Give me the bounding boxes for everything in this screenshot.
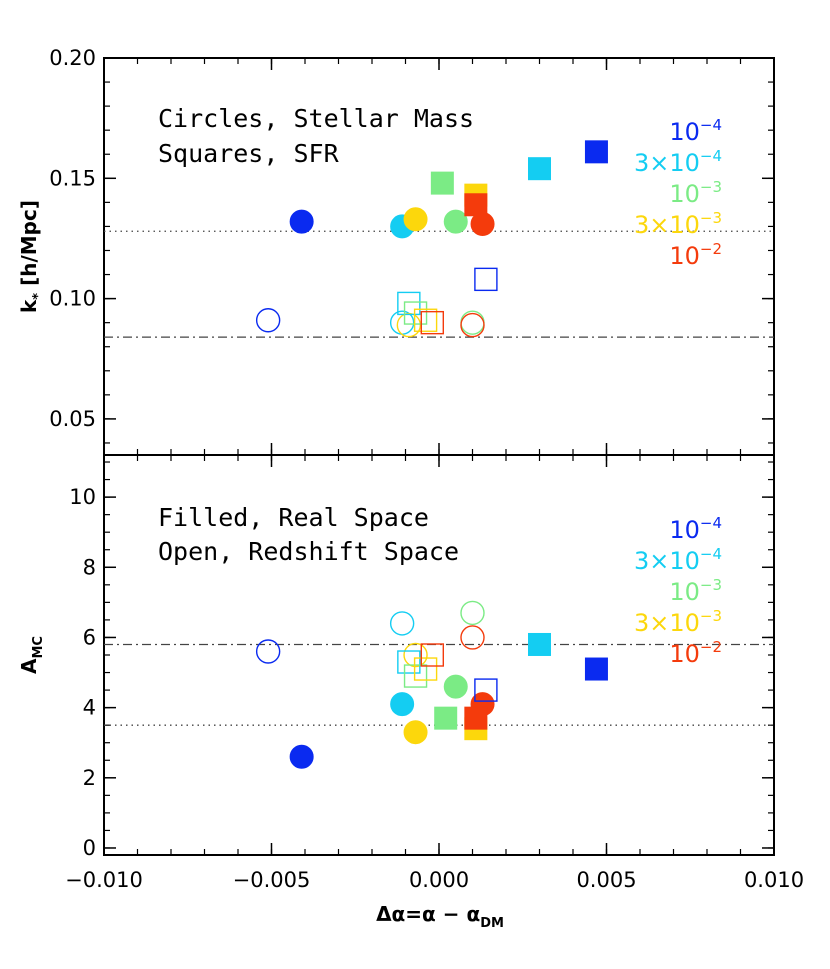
open-square-point xyxy=(397,291,421,316)
y-axis-label: k* [h/Mpc] xyxy=(17,200,46,313)
x-tick-label: −0.005 xyxy=(233,868,311,892)
filled-circle-point xyxy=(289,209,314,234)
legend-entry: 10−3 xyxy=(669,576,722,606)
legend-entry: 3×10−3 xyxy=(634,607,722,637)
legend-entry: 10−4 xyxy=(669,116,722,146)
open-square-point xyxy=(474,267,498,292)
legend-entry: 3×10−4 xyxy=(634,545,722,575)
y-tick-label: 8 xyxy=(83,555,96,579)
legend-entry: 10−2 xyxy=(669,240,722,270)
open-circle-point xyxy=(255,308,281,333)
y-tick-label: 4 xyxy=(83,696,96,720)
filled-square-point xyxy=(584,657,608,681)
filled-square-point xyxy=(434,706,458,730)
panel-annotation: Squares, SFR xyxy=(158,139,340,168)
y-tick-label: 0.05 xyxy=(49,407,96,431)
legend-entry: 10−2 xyxy=(669,638,722,668)
x-axis-label: Δα=α − αDM xyxy=(376,902,504,931)
open-square-point xyxy=(420,643,444,667)
open-square-point xyxy=(403,664,428,688)
open-circle-point xyxy=(403,642,428,668)
filled-square-point xyxy=(528,632,551,656)
open-square-point xyxy=(397,650,421,674)
y-tick-label: 10 xyxy=(69,485,96,509)
open-square-point xyxy=(413,308,438,332)
panel-annotation: Open, Redshift Space xyxy=(158,537,459,566)
y-tick-label: 2 xyxy=(83,766,96,790)
filled-square-point xyxy=(430,171,454,195)
filled-square-point xyxy=(464,193,488,217)
open-square-point xyxy=(474,678,498,702)
filled-square-point xyxy=(528,157,551,181)
open-square-point xyxy=(420,310,444,335)
filled-circle-point xyxy=(403,720,428,745)
filled-square-point xyxy=(464,706,488,730)
x-tick-label: 0.000 xyxy=(409,868,469,892)
x-tick-label: 0.010 xyxy=(744,868,804,892)
x-tick-label: 0.005 xyxy=(576,868,636,892)
open-circle-point xyxy=(255,639,281,664)
y-axis-label: AMC xyxy=(17,636,46,674)
y-tick-label: 0.10 xyxy=(49,287,96,311)
open-square-point xyxy=(413,657,438,681)
open-circle-point xyxy=(396,312,422,338)
x-tick-label: −0.010 xyxy=(65,868,143,892)
y-tick-label: 0 xyxy=(83,836,96,860)
filled-circle-point xyxy=(403,207,428,232)
filled-square-point xyxy=(584,140,608,164)
panel-annotation: Circles, Stellar Mass xyxy=(158,104,474,133)
open-circle-point xyxy=(460,600,485,626)
filled-circle-point xyxy=(289,744,314,769)
open-circle-point xyxy=(389,611,415,636)
y-tick-label: 0.15 xyxy=(49,166,96,190)
open-square-point xyxy=(403,301,428,325)
legend-entry: 10−4 xyxy=(669,514,722,544)
y-tick-label: 6 xyxy=(83,625,96,649)
filled-circle-point xyxy=(443,674,468,699)
legend-entry: 10−3 xyxy=(669,178,722,208)
open-circle-point xyxy=(460,312,485,338)
filled-circle-point xyxy=(390,692,415,717)
y-tick-label: 0.20 xyxy=(49,46,96,70)
panel-annotation: Filled, Real Space xyxy=(158,503,429,532)
legend-entry: 3×10−4 xyxy=(634,147,722,177)
filled-circle-point xyxy=(443,209,468,234)
legend-entry: 3×10−3 xyxy=(634,209,722,239)
open-circle-point xyxy=(460,625,485,650)
